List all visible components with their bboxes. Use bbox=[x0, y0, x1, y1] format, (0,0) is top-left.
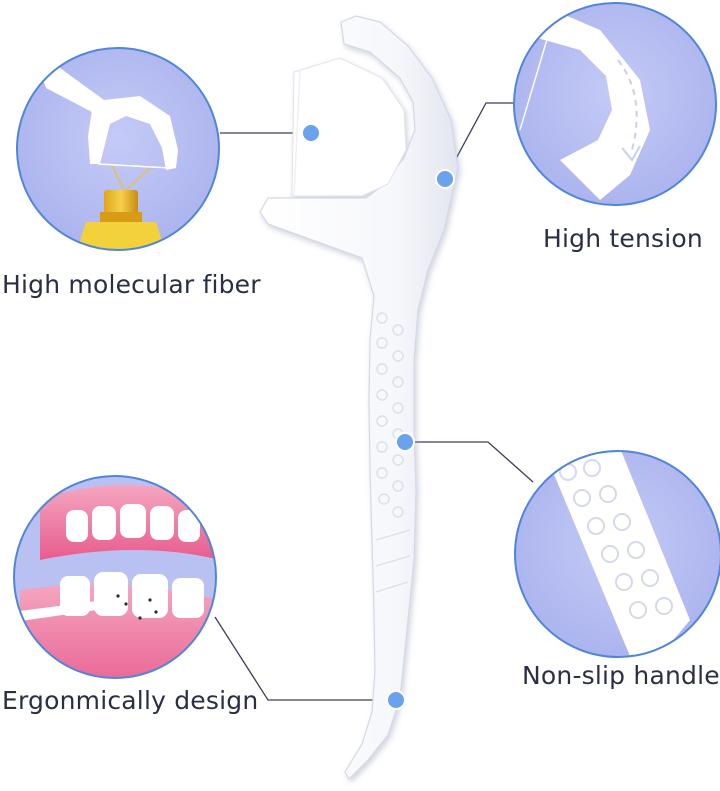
grip-grooves bbox=[375, 529, 411, 593]
floss-pick bbox=[259, 15, 459, 780]
label-high-tension: High tension bbox=[543, 224, 703, 253]
leader-line-tension bbox=[444, 102, 513, 180]
detail-circle-handle bbox=[514, 450, 720, 658]
label-non-slip-handle: Non-slip handle bbox=[522, 661, 720, 690]
detail-circle-fiber bbox=[16, 47, 220, 251]
floss-pick-opening bbox=[291, 57, 407, 197]
marker-handle bbox=[395, 432, 415, 452]
label-ergonomic-design: Ergonmically design bbox=[2, 686, 259, 715]
detail-circle-ergo bbox=[13, 475, 217, 679]
label-high-molecular-fiber: High molecular fiber bbox=[2, 270, 261, 299]
leader-line-ergo bbox=[214, 616, 396, 701]
leader-line-handle bbox=[405, 441, 534, 483]
marker-ergo bbox=[386, 690, 406, 710]
marker-fiber bbox=[301, 123, 321, 143]
detail-circle-tension bbox=[513, 2, 717, 206]
floss-string bbox=[293, 69, 301, 197]
marker-tension bbox=[435, 169, 455, 189]
callout-markers bbox=[301, 123, 455, 710]
